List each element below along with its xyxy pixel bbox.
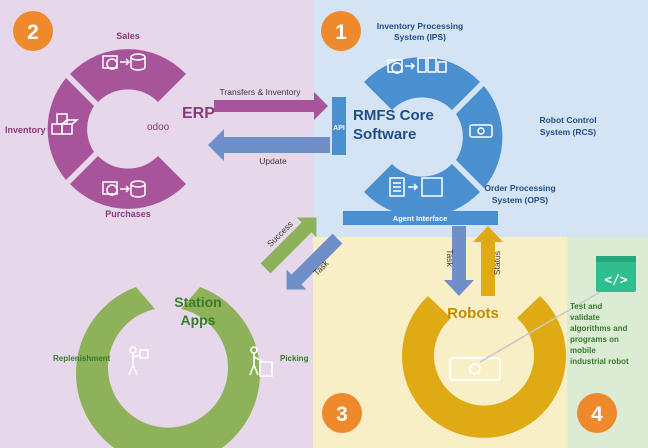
erp-inventory-label: Inventory: [5, 125, 46, 135]
ops-label-1: Order Processing: [484, 183, 555, 193]
purchases-icon: [102, 180, 146, 198]
station-title-1: Station: [174, 294, 221, 310]
odoo-logo: odoo: [147, 122, 170, 133]
test-line-5: mobile: [570, 346, 596, 355]
core-title-1: RMFS Core: [353, 107, 434, 124]
picking-icon: [249, 346, 273, 377]
ips-icon: [387, 57, 447, 74]
station-title-2: Apps: [181, 312, 216, 328]
replenishment-label: Replenishment: [53, 354, 111, 363]
svg-text:2: 2: [27, 21, 39, 44]
api-label: API: [333, 125, 345, 132]
transfers-arrow: [214, 92, 328, 120]
connector-line: [479, 291, 601, 363]
badge-4: 4: [577, 393, 617, 433]
badge-3: 3: [322, 393, 362, 433]
status-up-arrow: [473, 226, 503, 296]
test-line-1: Test and: [570, 302, 602, 311]
task-down-arrow: [444, 226, 474, 296]
svg-text:1: 1: [335, 21, 347, 44]
rcs-label-1: Robot Control: [539, 115, 596, 125]
task-left-arrow: [286, 233, 343, 290]
svg-text:4: 4: [591, 403, 603, 426]
svg-text:3: 3: [336, 403, 348, 426]
update-label: Update: [259, 156, 287, 166]
test-line-2: validate: [570, 313, 600, 322]
picking-label: Picking: [280, 354, 309, 363]
test-line-6: industrial robot: [570, 357, 629, 366]
test-line-4: programs on: [570, 335, 619, 344]
inventory-icon: [51, 113, 80, 135]
status-label: Status: [492, 251, 502, 275]
agent-interface-label: Agent Interface: [393, 214, 448, 223]
badge-1: 1: [321, 11, 361, 51]
api-bar: [332, 97, 346, 155]
success-arrow: [260, 217, 317, 274]
station-ring: [76, 287, 260, 448]
badge-2: 2: [13, 11, 53, 51]
erp-purchases-label: Purchases: [105, 209, 151, 219]
transfers-label: Transfers & Inventory: [220, 87, 302, 97]
ops-icon: [389, 177, 443, 197]
rcs-icon: [469, 124, 493, 138]
task-down-label: Task: [445, 249, 455, 267]
erp-title: ERP: [182, 105, 215, 122]
update-arrow: [208, 129, 330, 161]
code-icon: </>: [596, 256, 636, 292]
replenishment-icon: [128, 346, 149, 376]
erp-sales-label: Sales: [116, 31, 140, 41]
ops-label-2: System (OPS): [492, 195, 548, 205]
robots-title: Robots: [447, 305, 499, 322]
robots-ring: [402, 296, 566, 438]
test-line-3: algorithms and: [570, 324, 627, 333]
erp-ring: [47, 49, 186, 209]
rcs-label-2: System (RCS): [540, 127, 596, 137]
robot-icon: [449, 357, 501, 381]
ips-label-1: Inventory Processing: [377, 21, 463, 31]
svg-text:</>: </>: [604, 273, 628, 288]
agent-interface-bar: [343, 211, 498, 225]
ips-label-2: System (IPS): [394, 32, 446, 42]
sales-icon: [102, 53, 146, 71]
core-title-2: Software: [353, 126, 416, 143]
